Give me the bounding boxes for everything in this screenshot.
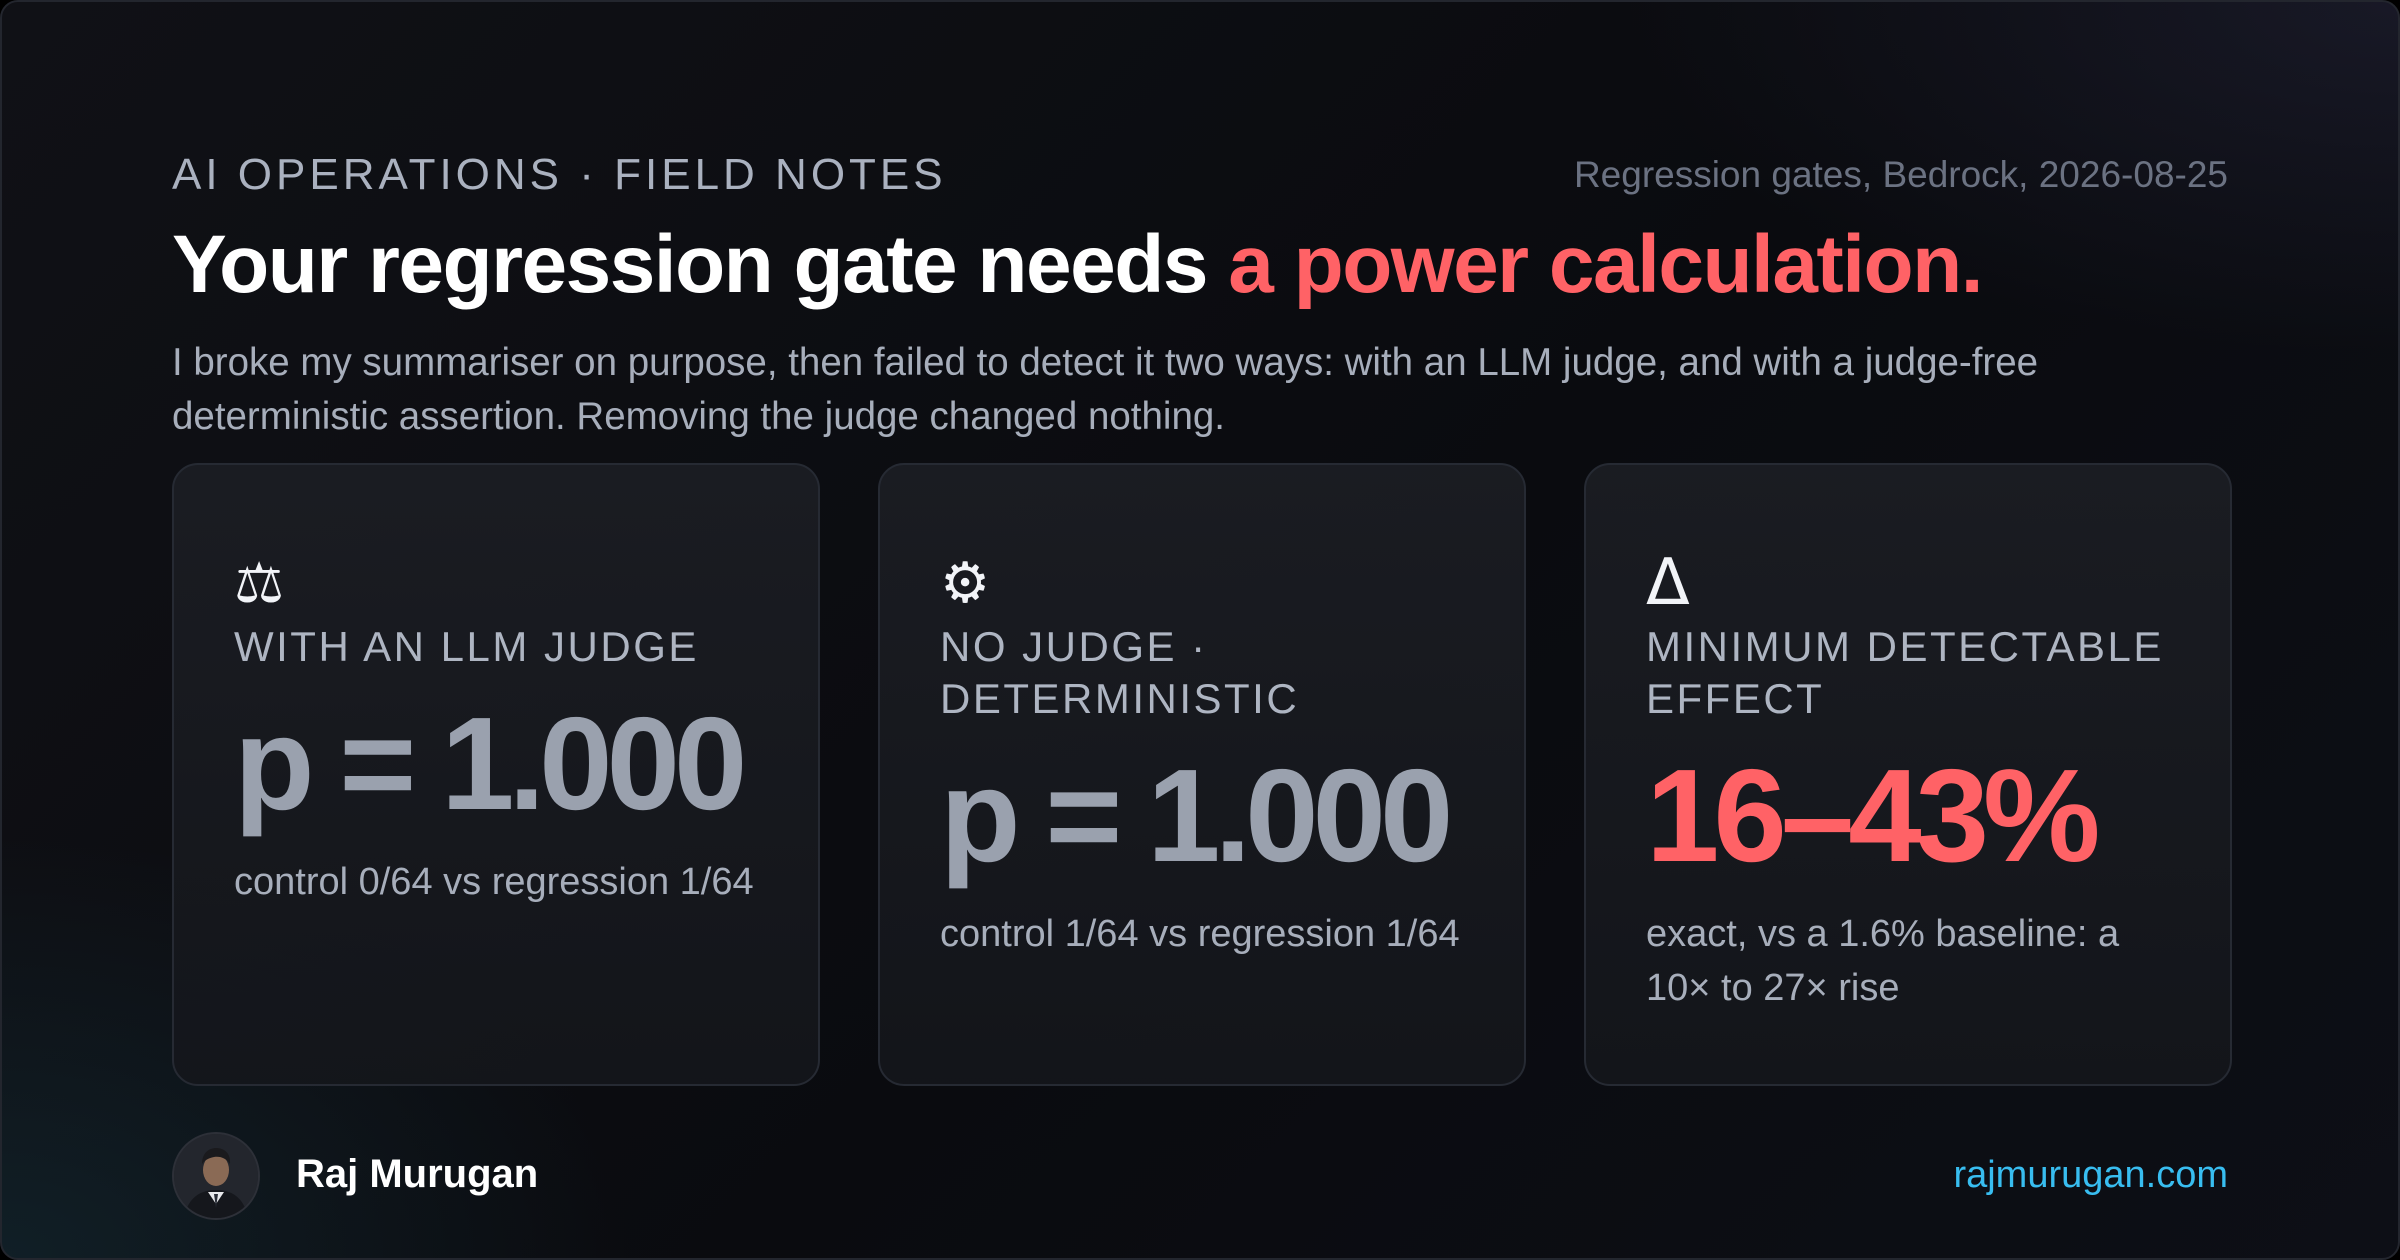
card-value: 16–43%	[1646, 742, 2100, 889]
card-label: NO JUDGE · DETERMINISTIC	[940, 623, 1300, 722]
meta-info: Regression gates, Bedrock, 2026-08-25	[1573, 154, 2228, 195]
card-label: WITH AN LLM JUDGE	[234, 623, 699, 670]
author-name: Raj Murugan	[296, 1152, 539, 1196]
avatar	[172, 1132, 260, 1220]
card-value: p = 1.000	[234, 690, 747, 837]
card-llm-judge: ⚖ WITH AN LLM JUDGE p = 1.000 control 0/…	[172, 463, 820, 1086]
headline-main: Your regression gate needs	[172, 219, 1229, 310]
card-label: MINIMUM DETECTABLE EFFECT	[1646, 623, 2164, 722]
subtitle: I broke my summariser on purpose, then f…	[172, 341, 2039, 438]
gear-icon: ⚙	[940, 551, 991, 614]
card-note: exact, vs a 1.6% baseline: a 10× to 27× …	[1646, 913, 2120, 1009]
delta-icon: Δ	[1646, 546, 1690, 620]
card-note: control 0/64 vs regression 1/64	[234, 861, 754, 903]
headline: Your regression gate needs a power calcu…	[172, 219, 1983, 310]
website-link[interactable]: rajmurugan.com	[1953, 1154, 2228, 1196]
card-min-detectable-effect: Δ MINIMUM DETECTABLE EFFECT 16–43% exact…	[1584, 463, 2232, 1086]
eyebrow-label: AI OPERATIONS · FIELD NOTES	[172, 150, 947, 199]
avatar-portrait	[174, 1134, 258, 1218]
scales-icon: ⚖	[234, 551, 285, 614]
card-value: p = 1.000	[940, 742, 1453, 889]
headline-accent: a power calculation.	[1228, 219, 1983, 310]
card-note: control 1/64 vs regression 1/64	[940, 913, 1460, 955]
card-deterministic: ⚙ NO JUDGE · DETERMINISTIC p = 1.000 con…	[878, 463, 1526, 1086]
